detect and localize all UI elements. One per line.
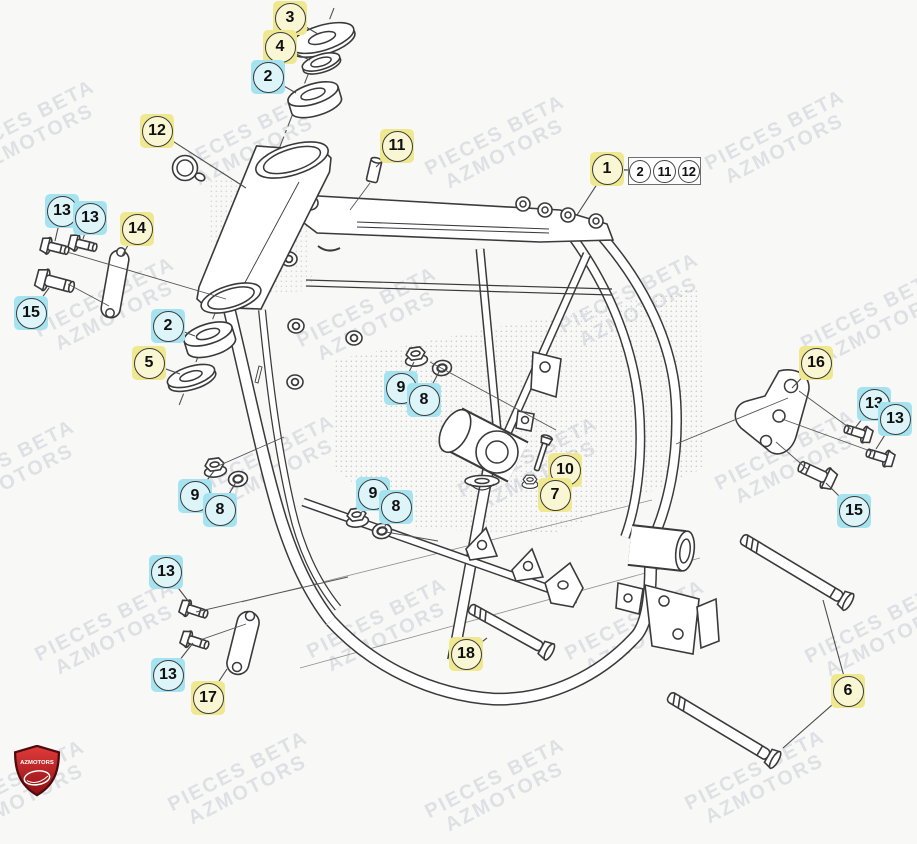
callout-2-11[interactable]: 2 bbox=[151, 309, 185, 343]
callout-label: 15 bbox=[16, 298, 47, 329]
callout-label: 8 bbox=[409, 385, 440, 416]
callout-12-4[interactable]: 12 bbox=[140, 114, 174, 148]
callout-label: 6 bbox=[833, 676, 864, 707]
callout-18-28[interactable]: 18 bbox=[449, 637, 483, 671]
callout-6-29[interactable]: 6 bbox=[831, 674, 865, 708]
callout-label: 13 bbox=[75, 203, 106, 234]
parts-diagram-page: { "watermark": { "line1": "PIECES BETA",… bbox=[0, 0, 917, 796]
azmotors-logo: AZMOTORS bbox=[11, 745, 63, 797]
callout-label: 12 bbox=[142, 116, 173, 147]
callout-label: 15 bbox=[839, 496, 870, 527]
callout-label: 11 bbox=[382, 131, 413, 162]
callout-15-10[interactable]: 15 bbox=[14, 296, 48, 330]
callout-5-12[interactable]: 5 bbox=[132, 346, 166, 380]
callout-8-24[interactable]: 8 bbox=[379, 490, 413, 524]
callout-label: 13 bbox=[151, 557, 182, 588]
callout-7-19[interactable]: 7 bbox=[538, 478, 572, 512]
azmotors-logo-text: AZMOTORS bbox=[20, 760, 54, 766]
callout-14-9[interactable]: 14 bbox=[120, 212, 154, 246]
callout-label: 2 bbox=[253, 62, 284, 93]
callout-17-27[interactable]: 17 bbox=[191, 681, 225, 715]
callout-label: 8 bbox=[205, 495, 236, 526]
callout-label: 3 bbox=[275, 3, 306, 34]
callout-13-26[interactable]: 13 bbox=[151, 658, 185, 692]
callout-label: 17 bbox=[193, 683, 224, 714]
callout-label: 4 bbox=[265, 32, 296, 63]
callout-label: 1 bbox=[592, 154, 623, 185]
callout-4-2[interactable]: 4 bbox=[263, 30, 297, 64]
callout-label: 18 bbox=[451, 639, 482, 670]
callout-13-17[interactable]: 13 bbox=[878, 402, 912, 436]
callout-label: 14 bbox=[122, 214, 153, 245]
callout-label: 13 bbox=[153, 660, 184, 691]
callout-1-6[interactable]: 1 bbox=[590, 152, 624, 186]
callout-label: 2 bbox=[153, 311, 184, 342]
callout-11-5[interactable]: 11 bbox=[380, 129, 414, 163]
callout-2-3[interactable]: 2 bbox=[251, 60, 285, 94]
callout-8-22[interactable]: 8 bbox=[203, 493, 237, 527]
callout-label: 7 bbox=[540, 480, 571, 511]
callout-label: 5 bbox=[134, 348, 165, 379]
callout-13-8[interactable]: 13 bbox=[73, 201, 107, 235]
callout-16-13[interactable]: 16 bbox=[799, 346, 833, 380]
callout-13-25[interactable]: 13 bbox=[149, 555, 183, 589]
callout-label: 13 bbox=[880, 404, 911, 435]
callout-15-20[interactable]: 15 bbox=[837, 494, 871, 528]
callout-label: 8 bbox=[381, 492, 412, 523]
callout-label: 16 bbox=[801, 348, 832, 379]
callout-8-15[interactable]: 8 bbox=[407, 383, 441, 417]
